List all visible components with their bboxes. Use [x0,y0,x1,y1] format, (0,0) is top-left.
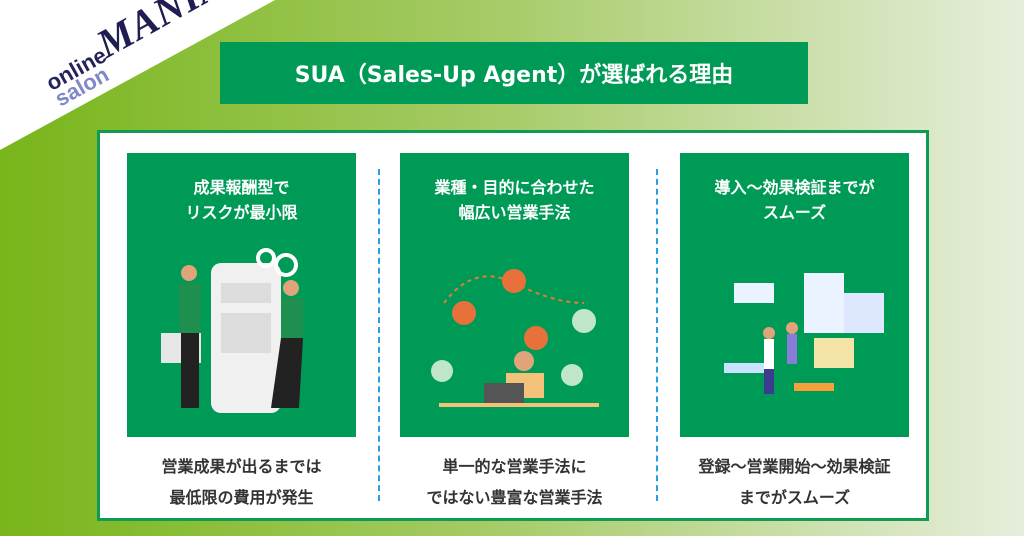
desc-line: までがスムーズ [738,488,851,507]
reason-desc-2: 単一的な営業手法にではない豊富な営業手法 [400,451,629,513]
card-heading: 成果報酬型で [193,178,290,197]
page-title: SUA（Sales-Up Agent）が選ばれる理由 [220,42,808,104]
reasons-panel: 成果報酬型でリスクが最小限 営業成果が出るまでは最低限の費用が発生 業種・目的に… [97,130,929,521]
divider [378,169,380,501]
sales-methods-illustration [431,269,599,407]
team-phone-illustration [161,248,303,413]
dashboard-analytics-illustration [724,273,884,394]
desc-line: ではない豊富な営業手法 [426,488,603,507]
card-heading: 導入～効果検証までが [714,178,875,197]
card-heading: スムーズ [762,203,827,222]
card-heading: 幅広い営業手法 [458,203,571,222]
desc-line: 単一的な営業手法に [442,457,587,476]
reason-card-1: 成果報酬型でリスクが最小限 [127,153,356,437]
reason-card-3: 導入～効果検証までがスムーズ [680,153,909,437]
desc-line: 登録～営業開始～効果検証 [698,457,891,476]
reason-card-2: 業種・目的に合わせた幅広い営業手法 [400,153,629,437]
reason-desc-1: 営業成果が出るまでは最低限の費用が発生 [127,451,356,513]
reason-desc-3: 登録～営業開始～効果検証までがスムーズ [680,451,909,513]
divider [656,169,658,501]
card-heading: リスクが最小限 [185,203,298,222]
desc-line: 最低限の費用が発生 [169,488,314,507]
desc-line: 営業成果が出るまでは [161,457,322,476]
card-heading: 業種・目的に合わせた [434,178,595,197]
